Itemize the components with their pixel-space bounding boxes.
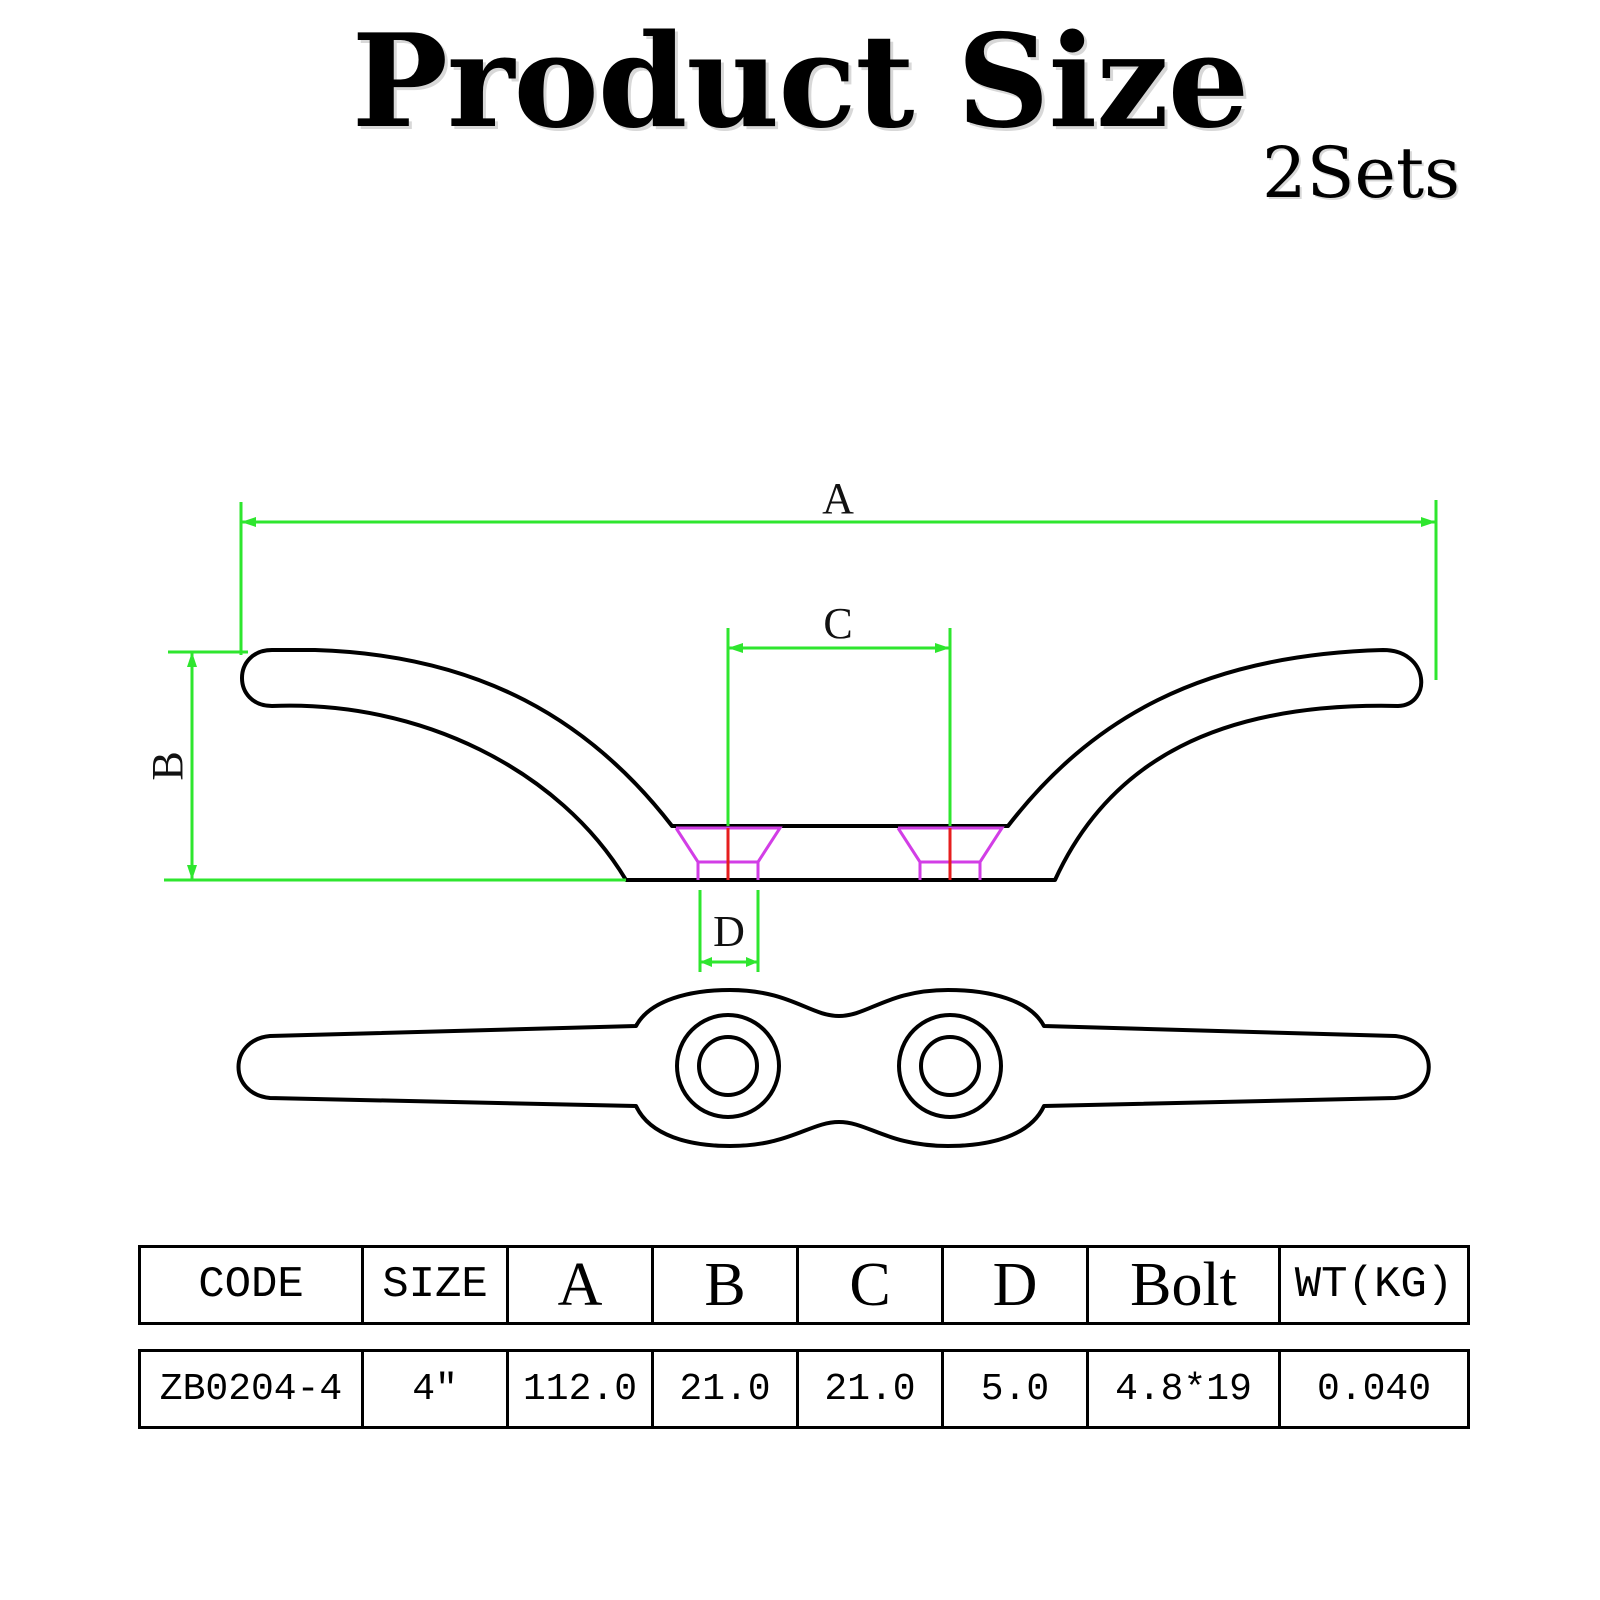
bolt-hole-left-outer xyxy=(675,1013,781,1119)
header-weight: WT(KG) xyxy=(1281,1248,1470,1322)
cell-a: 112.0 xyxy=(509,1352,654,1426)
cell-c: 21.0 xyxy=(799,1352,944,1426)
spec-table-header: CODE SIZE A B C D Bolt WT(KG) xyxy=(138,1245,1470,1325)
cleat-top-view xyxy=(236,988,1431,1148)
bolt-hole-right-outer xyxy=(897,1013,1003,1119)
centerlines xyxy=(726,828,952,880)
cleat-top-outline xyxy=(236,988,1431,1148)
cleat-side-view xyxy=(240,648,1424,882)
cell-bolt: 4.8*19 xyxy=(1089,1352,1281,1426)
table-row: ZB0204-4 4″ 112.0 21.0 21.0 5.0 4.8*19 0… xyxy=(138,1349,1470,1429)
bolt-hole-left-inner xyxy=(697,1035,759,1097)
header-code: CODE xyxy=(141,1248,364,1322)
cell-size: 4″ xyxy=(364,1352,509,1426)
bolt-hole-right-inner xyxy=(919,1035,981,1097)
cell-weight: 0.040 xyxy=(1281,1352,1470,1426)
dimension-d-label: D xyxy=(713,907,745,956)
header-bolt: Bolt xyxy=(1089,1248,1281,1322)
cell-d: 5.0 xyxy=(944,1352,1089,1426)
dimension-c-label: C xyxy=(823,599,852,648)
header-d: D xyxy=(944,1248,1089,1322)
dimension-lines xyxy=(164,500,1438,972)
header-size: SIZE xyxy=(364,1248,509,1322)
header-a: A xyxy=(509,1248,654,1322)
dimension-b-label: B xyxy=(143,751,192,780)
cleat-side-outline xyxy=(240,648,1424,882)
dimension-arrows xyxy=(187,517,1436,967)
quantity-label: 2Sets xyxy=(1262,132,1460,214)
header-c: C xyxy=(799,1248,944,1322)
spec-table: CODE SIZE A B C D Bolt WT(KG) ZB0204-4 4… xyxy=(138,1245,1470,1429)
page-title: Product Size xyxy=(351,7,1249,157)
cell-b: 21.0 xyxy=(654,1352,799,1426)
header-b: B xyxy=(654,1248,799,1322)
cell-code: ZB0204-4 xyxy=(141,1352,364,1426)
dimension-a-label: A xyxy=(822,474,854,523)
